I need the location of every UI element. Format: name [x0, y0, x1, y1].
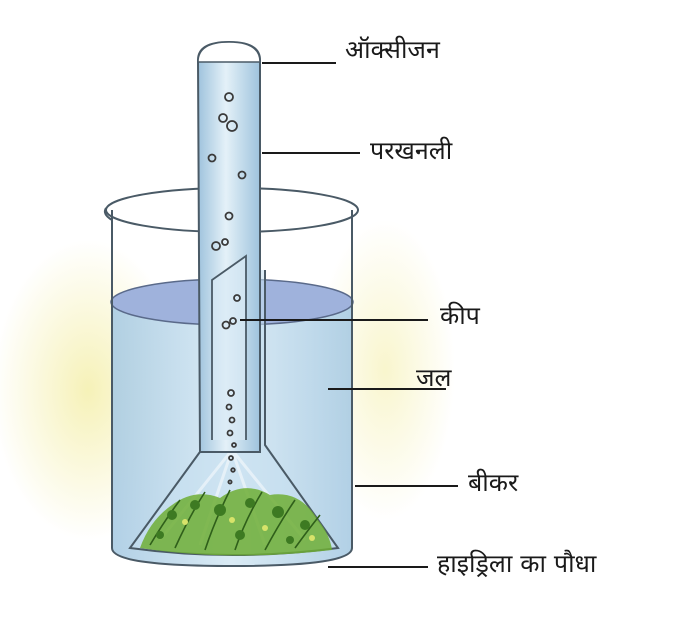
- bud: [309, 535, 315, 541]
- water-label: जल: [416, 365, 452, 390]
- leaf: [286, 536, 294, 544]
- leaf: [190, 500, 200, 510]
- test-tube-label: परखनली: [370, 138, 452, 163]
- bud: [262, 525, 268, 531]
- test-tube-leader-line: [262, 152, 360, 154]
- funnel-leader-line: [240, 319, 428, 321]
- hydrilla-label: हाइड्रिला का पौधा: [437, 551, 596, 576]
- leaf: [214, 504, 226, 516]
- leaf: [300, 520, 310, 530]
- funnel-stem: [212, 256, 246, 440]
- leaf: [156, 531, 164, 539]
- hydrilla-leader-line: [328, 566, 428, 568]
- leaf: [235, 530, 245, 540]
- oxygen-leader-line: [262, 62, 336, 64]
- beaker-label: बीकर: [468, 470, 518, 495]
- bud: [182, 519, 188, 525]
- oxygen-label: ऑक्सीजन: [345, 37, 440, 62]
- bud: [229, 517, 235, 523]
- beaker-leader-line: [355, 485, 458, 487]
- leaf: [272, 506, 284, 518]
- leaf: [245, 498, 255, 508]
- leaf: [167, 510, 177, 520]
- funnel-label: कीप: [440, 303, 480, 328]
